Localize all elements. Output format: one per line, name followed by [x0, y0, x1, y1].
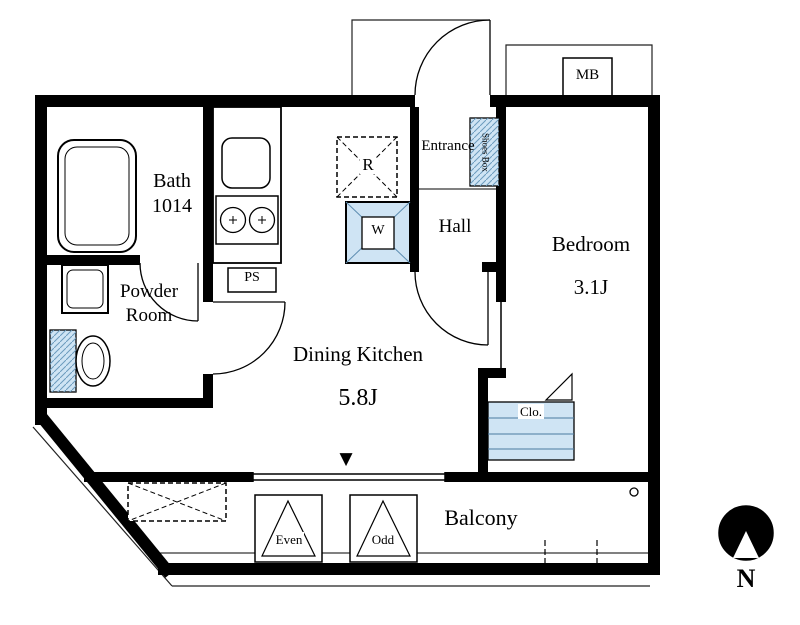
hall-door-arc: [414, 271, 489, 346]
label-closet: Clo.: [517, 404, 545, 419]
kitchen-fixtures: [212, 106, 411, 293]
bathtub-inner: [64, 146, 130, 246]
walls: [35, 95, 660, 578]
room-size-bedroom: 3.1J: [573, 275, 609, 299]
doors: [139, 19, 502, 375]
bath-door-arc: [139, 262, 199, 322]
room-label-powder-2: Room: [125, 305, 173, 326]
kitchen-sink: [221, 137, 271, 189]
toilet-tank-hatch: [50, 330, 76, 392]
entrance-door-arc: [414, 19, 491, 96]
compass-icon: [718, 505, 774, 561]
label-meter-box: MB: [575, 67, 600, 83]
room-size-bath: 1014: [152, 195, 192, 217]
balcony-fixtures: [127, 482, 648, 566]
room-label-hall: Hall: [438, 216, 472, 237]
room-label-powder-1: Powder: [119, 281, 179, 302]
window-marker-icon: ▼: [339, 449, 353, 469]
label-pipe-space: PS: [244, 270, 260, 285]
room-size-dining-kitchen: 5.8J: [338, 385, 378, 411]
label-washing-machine: W: [371, 223, 385, 238]
label-hatch-odd: Odd: [369, 532, 397, 547]
room-label-bedroom: Bedroom: [551, 232, 631, 256]
pipe-space-box: [227, 267, 277, 293]
closet-door-mark: [544, 372, 573, 401]
label-shoes-box: Shoes Box: [480, 132, 491, 172]
washing-machine-inner: [361, 216, 395, 250]
balcony-window: [252, 472, 446, 482]
room-label-balcony: Balcony: [444, 505, 518, 530]
label-hatch-even: Even: [273, 532, 305, 547]
bath-fixtures: [49, 139, 137, 393]
meter-box: [562, 57, 613, 99]
room-label-entrance: Entrance: [421, 138, 475, 154]
building-outline-lines: [32, 19, 653, 587]
powder-door-arc: [212, 301, 286, 375]
toilet-bowl-inner: [81, 342, 105, 380]
room-label-bath: Bath: [153, 170, 191, 192]
room-label-dining-kitchen: Dining Kitchen: [292, 342, 424, 366]
drain-hole: [629, 487, 639, 497]
compass-north-label: N: [736, 564, 756, 593]
label-refrigerator: R: [360, 155, 376, 174]
washbasin-inner: [66, 269, 104, 309]
